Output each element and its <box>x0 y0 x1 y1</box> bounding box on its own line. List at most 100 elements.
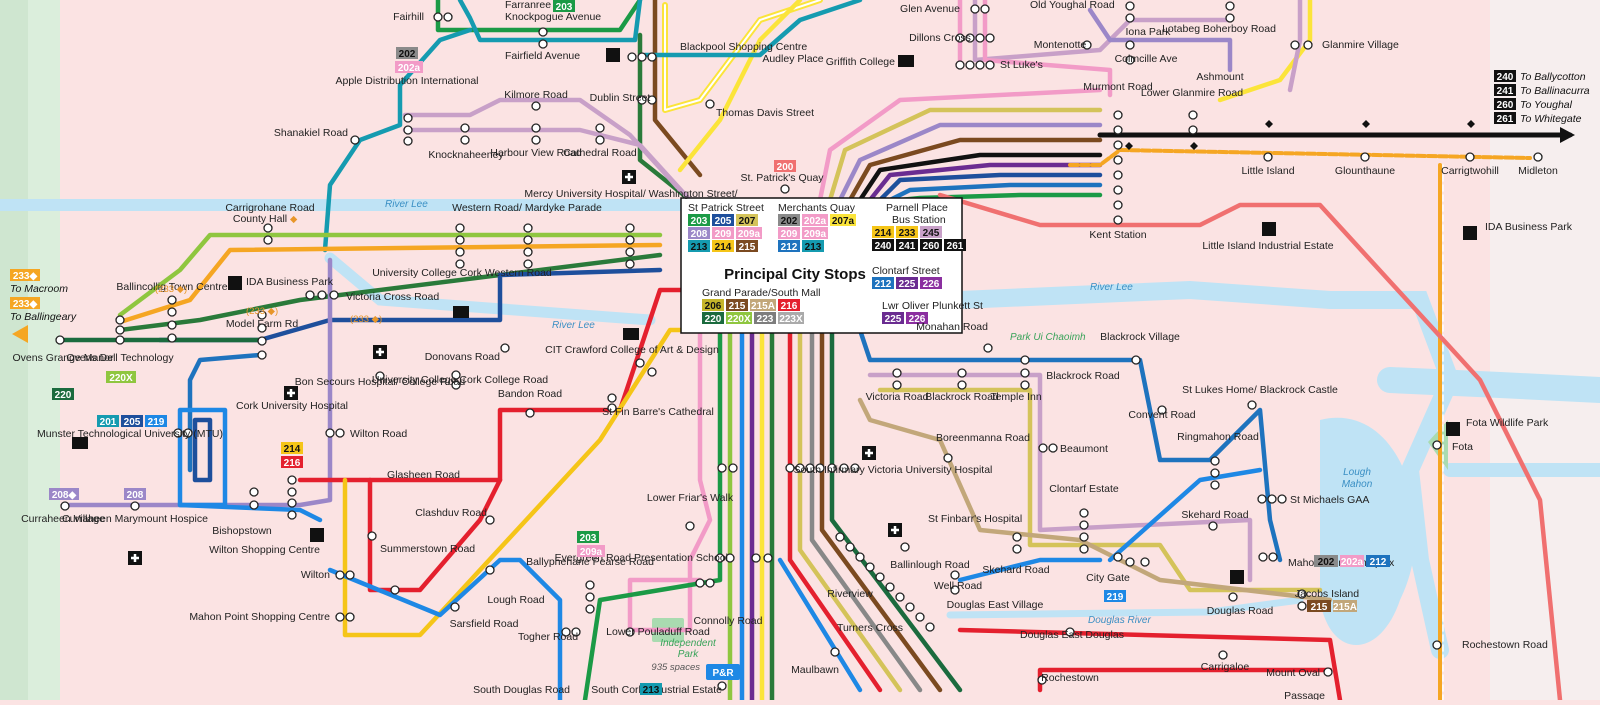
business-park-icon <box>1463 226 1477 240</box>
route-badge-label: 202 <box>399 49 416 60</box>
route-badge-label: 240 <box>1497 72 1514 83</box>
stop-label: Carrigaloe <box>1201 661 1250 673</box>
stop-label: Farranree <box>505 0 551 11</box>
stop-label: Donovans Road <box>425 351 500 363</box>
route-badge-label: 261 <box>947 241 964 252</box>
route-badge-209a <box>802 227 828 239</box>
college-icon <box>623 328 639 340</box>
stop-label: Curraheen Village <box>21 513 105 525</box>
route-badge-214 <box>281 442 303 454</box>
route-badge-label: 208 <box>127 490 144 501</box>
route-badge-label: 201 <box>100 417 117 428</box>
stop-label: Ovens Grange Manor <box>13 352 114 364</box>
route-badge-label: 213 <box>691 242 708 253</box>
principal-stop-name-2: Bus Station <box>892 214 946 226</box>
stop-label: Kilmore Road <box>504 89 568 101</box>
route-badge-label: 205 <box>715 216 732 227</box>
stop-label: Carrigtwohill <box>1441 165 1499 177</box>
stop-label: Lotabeg Boherboy Road <box>1162 23 1276 35</box>
route-badge-label: 226 <box>909 314 926 325</box>
route-badge-label: 213 <box>643 685 660 696</box>
route-badge-260 <box>1494 98 1516 110</box>
stop-label: Model Farm Rd <box>226 318 299 330</box>
stop-label: Blackpool Shopping Centre <box>680 41 807 53</box>
route-badge-label: 261 <box>1497 114 1514 125</box>
route-badge-label: 225 <box>899 279 916 290</box>
industrial-icon <box>1262 222 1276 236</box>
route-badge-215A <box>1333 600 1357 612</box>
route-badge-label: 216 <box>284 458 301 469</box>
hospital-icon <box>888 523 902 537</box>
route-badge-label: 202 <box>1318 557 1335 568</box>
route-badge-219 <box>1104 590 1126 602</box>
hospital-icon <box>622 170 636 184</box>
stop-label: Blackrock Village <box>1100 331 1180 343</box>
stop-label: Little Island <box>1241 165 1294 177</box>
route-badge-205 <box>712 214 734 226</box>
stop-label: Skehard Road <box>1181 509 1248 521</box>
route-badge-225 <box>882 312 904 324</box>
route-badge-label: 214 <box>284 444 301 455</box>
stop-label: Victoria Road <box>866 391 929 403</box>
stop-label: Little Island Industrial Estate <box>1202 240 1333 252</box>
stop-label: Kent Station <box>1089 229 1146 241</box>
stop-label: Turners Cross <box>837 622 903 634</box>
route-233-annotation: (233 ◆) <box>246 306 278 317</box>
route-badge-label: 212 <box>781 242 798 253</box>
river-lee-label-2: River Lee <box>552 320 595 331</box>
stop-label: Dillons Cross <box>909 32 971 44</box>
route-badge-label: 202a <box>1341 557 1364 568</box>
stop-label: Clashduv Road <box>415 507 487 519</box>
stop-label: Ovens Dell Technology <box>66 352 174 364</box>
route-badge-label: 202a <box>398 63 421 74</box>
route-badge-223X <box>778 312 804 324</box>
stop-label: Bon Secours Hospital/ College Road <box>295 376 466 388</box>
stop-label: Jacobs Island <box>1295 588 1359 600</box>
stop-label: Knocknaheeney <box>428 149 504 161</box>
principal-stop-name: Lwr Oliver Plunkett St <box>882 300 983 312</box>
stop-label: Montenotte <box>1034 39 1087 51</box>
west-destination-label: To Ballingeary <box>10 311 77 323</box>
route-badge-208◆ <box>49 488 79 500</box>
stop-label: St Luke's <box>1000 59 1043 71</box>
stop-label: Wilton Shopping Centre <box>209 544 320 556</box>
route-badge-label: 240 <box>875 241 892 252</box>
stop-label: Rochestown <box>1041 672 1099 684</box>
stop-label: Monahan Road <box>916 321 988 333</box>
stop-label: Iona Park <box>1126 26 1172 38</box>
route-badge-226 <box>920 277 942 289</box>
principal-stop-name: St Patrick Street <box>688 202 764 214</box>
route-badge-209a <box>736 227 762 239</box>
route-badge-212 <box>778 240 800 252</box>
stop-label: Glanmire Village <box>1322 39 1399 51</box>
route-badge-label: 215 <box>1311 602 1328 613</box>
route-badge-label: 220X <box>109 373 133 384</box>
route-badge-212 <box>872 277 894 289</box>
east-destination-label: To Ballycotton <box>1520 71 1586 83</box>
route-badge-220 <box>702 312 724 324</box>
route-badge-label: 214 <box>715 242 732 253</box>
stop-label: Apple Distribution International <box>335 75 478 87</box>
route-badge-label: 207 <box>739 216 756 227</box>
route-badge-233◆ <box>10 297 40 309</box>
route-badge-241 <box>1494 84 1516 96</box>
park-and-ride: P&R 935 spaces <box>651 662 740 680</box>
stop-label: Cathedral Road <box>563 147 637 159</box>
stop-label: St Lukes Home/ Blackrock Castle <box>1182 384 1338 396</box>
principal-stop-name: Parnell Place <box>886 202 948 214</box>
stop-label: Blackrock Road <box>925 391 999 403</box>
route-badge-261 <box>944 239 966 251</box>
stop-label: St Finbarr's Hospital <box>928 513 1022 525</box>
route-badge-label: 212 <box>875 279 892 290</box>
route-badge-215A <box>750 299 776 311</box>
stop-label: Cork University Hospital <box>236 400 348 412</box>
principal-stop-name: Grand Parade/South Mall <box>702 287 820 299</box>
